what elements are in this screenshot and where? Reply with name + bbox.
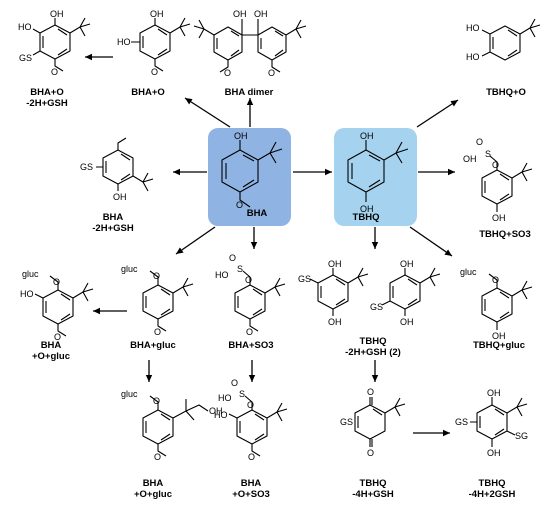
reaction-arrows <box>85 53 459 437</box>
svg-text:OH: OH <box>492 213 506 223</box>
label-tbhq-o: TBHQ+O <box>486 87 526 98</box>
tbhq-structure: OH OH <box>347 131 409 214</box>
structure-tbhq-gluc: gluc O OH <box>460 267 533 341</box>
svg-text:O: O <box>245 275 252 285</box>
svg-text:HO: HO <box>218 393 232 403</box>
bha-structure: OH O <box>221 131 283 210</box>
svg-text:OH: OH <box>463 154 477 164</box>
svg-text:O: O <box>492 275 499 285</box>
structure-bha-o: OH HO O <box>117 9 191 77</box>
svg-text:OH: OH <box>113 192 127 202</box>
svg-text:HO: HO <box>20 289 34 299</box>
structure-bha-o-so3: S O O HO HO O <box>214 378 288 462</box>
svg-text:O: O <box>367 448 374 458</box>
structure-tbhq-4h-2gsh: OH GS SG OH <box>455 388 528 458</box>
svg-text:O: O <box>476 137 483 147</box>
svg-text:OH: OH <box>254 9 268 19</box>
svg-text:O: O <box>229 253 236 263</box>
svg-text:OH: OH <box>487 448 501 458</box>
svg-text:S: S <box>485 149 491 159</box>
svg-text:OH: OH <box>328 259 342 269</box>
label-bha-dimer: BHA dimer <box>224 87 274 98</box>
svg-text:O: O <box>492 160 499 170</box>
structure-bha-o-gluc-left: gluc O HO O <box>20 269 94 342</box>
svg-text:gluc: gluc <box>460 267 477 277</box>
label-bha-center: BHA <box>246 208 268 219</box>
svg-text:OH: OH <box>209 406 223 416</box>
svg-text:HO: HO <box>117 37 131 47</box>
svg-text:OH: OH <box>328 317 342 327</box>
label-tbhq-gluc: TBHQ+gluc <box>473 340 525 351</box>
svg-text:HO: HO <box>215 270 229 280</box>
svg-text:GS: GS <box>298 274 311 284</box>
svg-text:OH: OH <box>487 388 501 398</box>
structure-tbhq-o: HO HO <box>466 18 541 62</box>
label-bha-so3: BHA+SO3 <box>228 340 274 351</box>
svg-text:O: O <box>54 332 61 342</box>
label-bha-o: BHA+O <box>131 87 165 98</box>
svg-text:OH: OH <box>400 259 414 269</box>
tbhq-oh-top: OH <box>360 131 374 141</box>
svg-text:HO: HO <box>18 22 32 32</box>
svg-text:OH: OH <box>400 317 414 327</box>
label-bha-o-gluc-left: BHA+O+gluc <box>31 340 71 362</box>
svg-text:gluc: gluc <box>22 269 39 279</box>
structure-bha-o-2h-gsh: OH HO GS O <box>18 9 91 77</box>
svg-text:HO: HO <box>466 23 480 33</box>
svg-text:GS: GS <box>340 417 353 427</box>
structure-bha-o-gluc-bottom: gluc O OH O <box>121 389 223 462</box>
svg-text:HO: HO <box>466 52 480 62</box>
svg-text:O: O <box>154 452 161 462</box>
svg-text:SG: SG <box>515 431 528 441</box>
svg-text:O: O <box>248 452 255 462</box>
svg-text:OH: OH <box>50 9 64 19</box>
svg-text:O: O <box>151 67 158 77</box>
svg-text:O: O <box>367 387 374 397</box>
svg-text:O: O <box>154 327 161 337</box>
svg-text:OH: OH <box>150 9 164 19</box>
svg-text:O: O <box>53 277 60 287</box>
svg-text:GS: GS <box>80 162 93 172</box>
svg-text:GS: GS <box>370 302 383 312</box>
structure-tbhq-2h-gsh: OH GS OH OH GS OH <box>298 259 441 327</box>
structure-bha-2h-gsh: GS OH <box>80 137 154 202</box>
structure-tbhq-so3: S O O OH OH <box>463 137 533 223</box>
svg-text:O: O <box>153 271 160 281</box>
svg-text:O: O <box>51 67 58 77</box>
label-tbhq-2h-gsh: TBHQ-2H+GSH (2) <box>345 336 401 358</box>
label-tbhq-so3: TBHQ+SO3 <box>479 229 531 240</box>
svg-text:OH: OH <box>233 9 247 19</box>
svg-text:GS: GS <box>19 53 32 63</box>
svg-text:O: O <box>231 378 238 388</box>
svg-text:gluc: gluc <box>121 264 138 274</box>
structure-bha-dimer: OH OH O O <box>193 9 307 78</box>
bha-o: O <box>236 200 243 210</box>
label-bha-gluc: BHA+gluc <box>130 340 176 351</box>
label-tbhq-4h-gsh: TBHQ-4H+GSH <box>352 478 394 500</box>
svg-text:GS: GS <box>455 417 468 427</box>
svg-text:gluc: gluc <box>121 389 138 399</box>
structure-bha-so3: S O O HO O <box>215 253 286 337</box>
tbhq-oh-bottom: OH <box>360 204 374 214</box>
svg-text:HO: HO <box>214 410 228 420</box>
svg-text:OH: OH <box>492 331 506 341</box>
svg-text:O: O <box>247 400 254 410</box>
label-bha-o-so3: BHA+O+SO3 <box>232 478 270 500</box>
svg-text:O: O <box>268 68 275 78</box>
svg-text:O: O <box>153 396 160 406</box>
svg-text:S: S <box>239 389 245 399</box>
label-bha-o-gluc-bottom: BHA+O+gluc <box>133 478 173 500</box>
structure-tbhq-4h-gsh: O GS O <box>340 387 406 458</box>
label-bha-o-2h-gsh: BHA+O-2H+GSH <box>26 87 68 109</box>
label-tbhq-center: TBHQ <box>352 212 380 223</box>
label-tbhq-4h-2gsh: TBHQ-4H+2GSH <box>468 478 516 500</box>
bha-oh: OH <box>234 131 248 141</box>
svg-text:S: S <box>237 264 243 274</box>
svg-text:O: O <box>246 327 253 337</box>
label-bha-2h-gsh: BHA-2H+GSH <box>92 212 134 234</box>
svg-text:O: O <box>224 68 231 78</box>
structure-bha-gluc: gluc O O <box>121 264 194 337</box>
